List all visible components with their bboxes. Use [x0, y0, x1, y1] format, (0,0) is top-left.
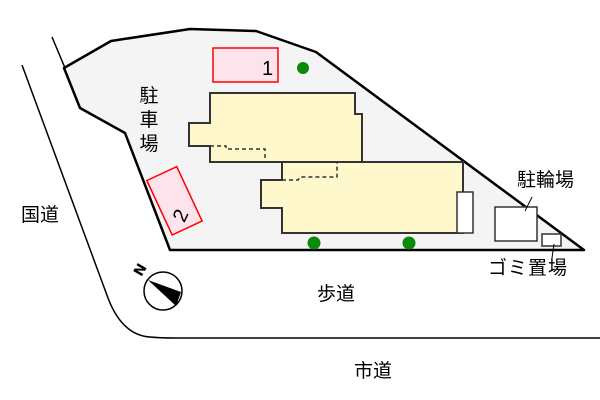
parking-label-char: 駐: [139, 85, 159, 107]
building-upper: [188, 92, 363, 163]
sidewalk-label: 歩道: [317, 283, 356, 305]
bicycle-parking-area: [494, 206, 538, 242]
parking-label-char: 場: [139, 133, 159, 155]
building-annex: [456, 191, 474, 234]
road-curb-line: [21, 64, 600, 339]
parking-label: 駐 車 場: [139, 84, 159, 156]
garbage-area-label: ゴミ置場: [488, 257, 569, 279]
building-lower: [260, 161, 464, 234]
parking-slot-2[interactable]: 2: [145, 165, 204, 236]
parking-label-char: 車: [139, 109, 159, 131]
garbage-area: [541, 233, 562, 247]
compass-north-arrow-icon: N: [131, 261, 183, 311]
bicycle-parking-label: 駐輪場: [517, 169, 575, 191]
compass-north-label: N: [131, 261, 151, 279]
parking-slot-1[interactable]: 1: [212, 47, 279, 83]
parking-slot-number: 1: [262, 58, 273, 80]
tree-icon: [402, 236, 416, 250]
city-road-label: 市道: [354, 360, 393, 382]
road-edge-line: [51, 36, 66, 69]
building-divider-dashed: [210, 145, 266, 162]
tree-icon: [297, 62, 309, 74]
leader-line: [551, 243, 555, 259]
national-road-label: 国道: [21, 204, 60, 226]
building-divider-dashed: [282, 162, 338, 181]
leader-line: [524, 196, 533, 212]
tree-icon: [307, 236, 321, 250]
